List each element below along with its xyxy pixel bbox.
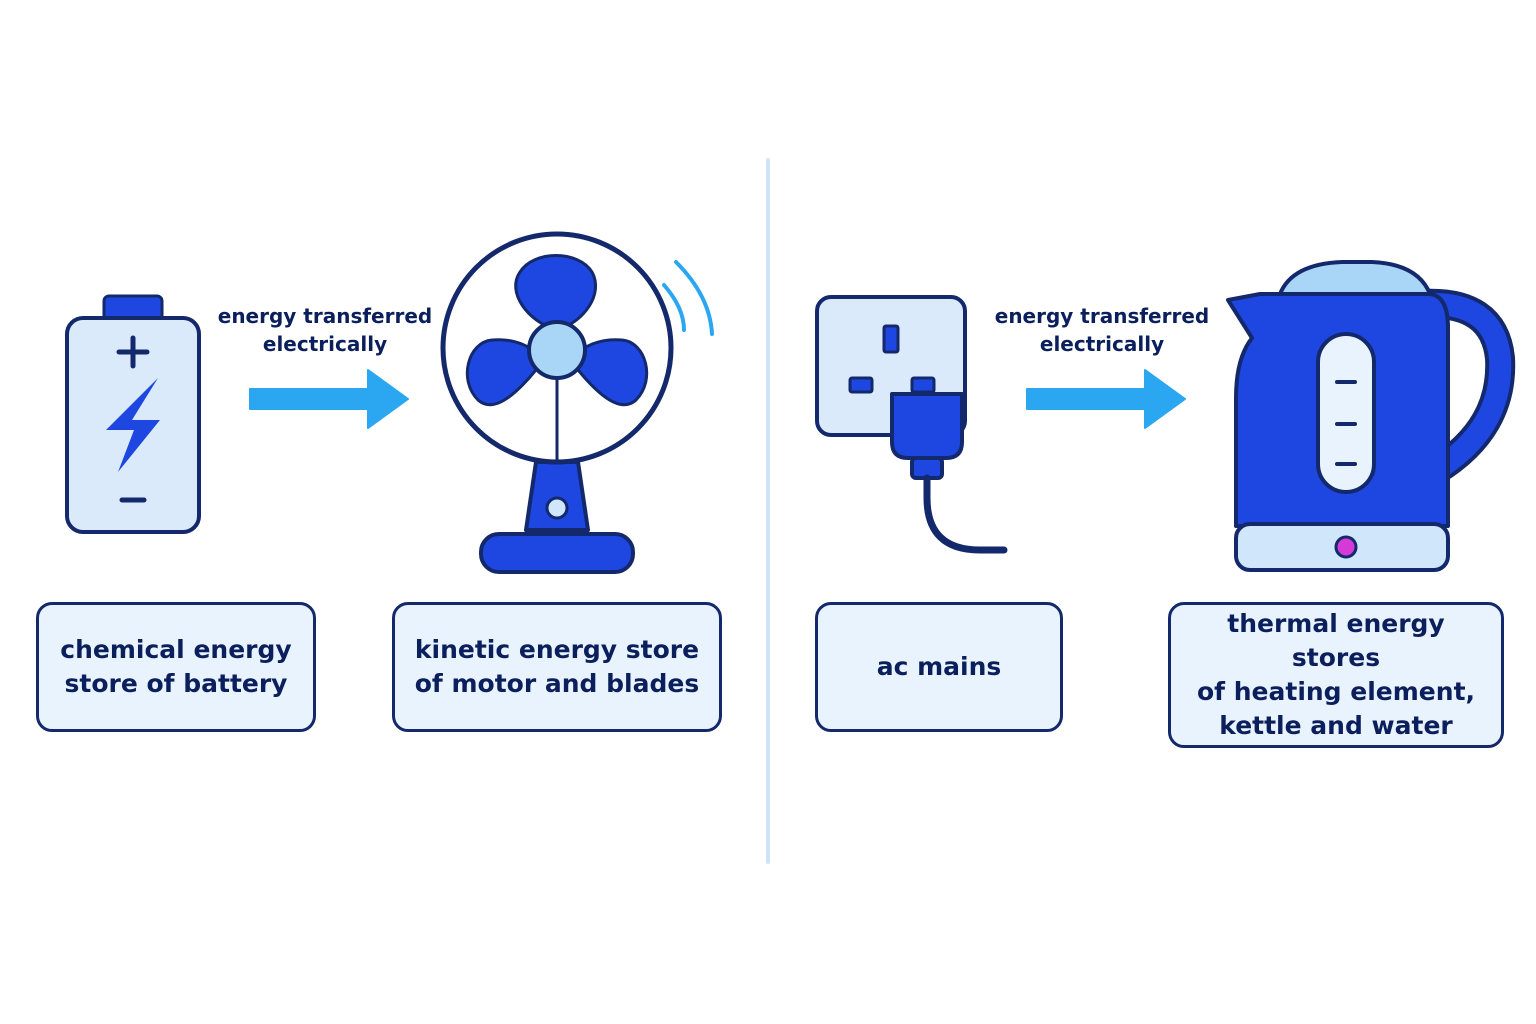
label-line: of heating element, bbox=[1196, 677, 1476, 706]
transfer-label-line: energy transferred bbox=[994, 304, 1210, 328]
label-line: chemical energy bbox=[60, 635, 292, 664]
battery-icon bbox=[65, 294, 201, 534]
transfer-label-line: electrically bbox=[1039, 332, 1165, 356]
label-line: store of battery bbox=[64, 669, 288, 698]
transfer-label-line: energy transferred bbox=[217, 304, 433, 328]
panel-divider bbox=[766, 158, 770, 864]
fan-icon bbox=[440, 231, 714, 574]
transfer-label-line: electrically bbox=[262, 332, 388, 356]
label-line: thermal energy stores bbox=[1227, 609, 1445, 672]
label-line: of motor and blades bbox=[414, 669, 700, 698]
ac-mains-label: ac mains bbox=[815, 602, 1063, 732]
kinetic-energy-store-label: kinetic energy store of motor and blades bbox=[392, 602, 722, 732]
transfer-label: energy transferred electrically bbox=[982, 302, 1222, 358]
arrow-right-icon bbox=[249, 369, 409, 429]
kettle-icon bbox=[1226, 260, 1516, 572]
arrow-right-icon bbox=[1026, 369, 1186, 429]
label-line: ac mains bbox=[876, 652, 1002, 681]
chemical-energy-store-label: chemical energy store of battery bbox=[36, 602, 316, 732]
label-line: kinetic energy store bbox=[414, 635, 700, 664]
label-line: kettle and water bbox=[1219, 711, 1453, 740]
wall-socket-icon bbox=[815, 295, 1008, 554]
transfer-label: energy transferred electrically bbox=[205, 302, 445, 358]
thermal-energy-stores-label: thermal energy stores of heating element… bbox=[1168, 602, 1504, 748]
